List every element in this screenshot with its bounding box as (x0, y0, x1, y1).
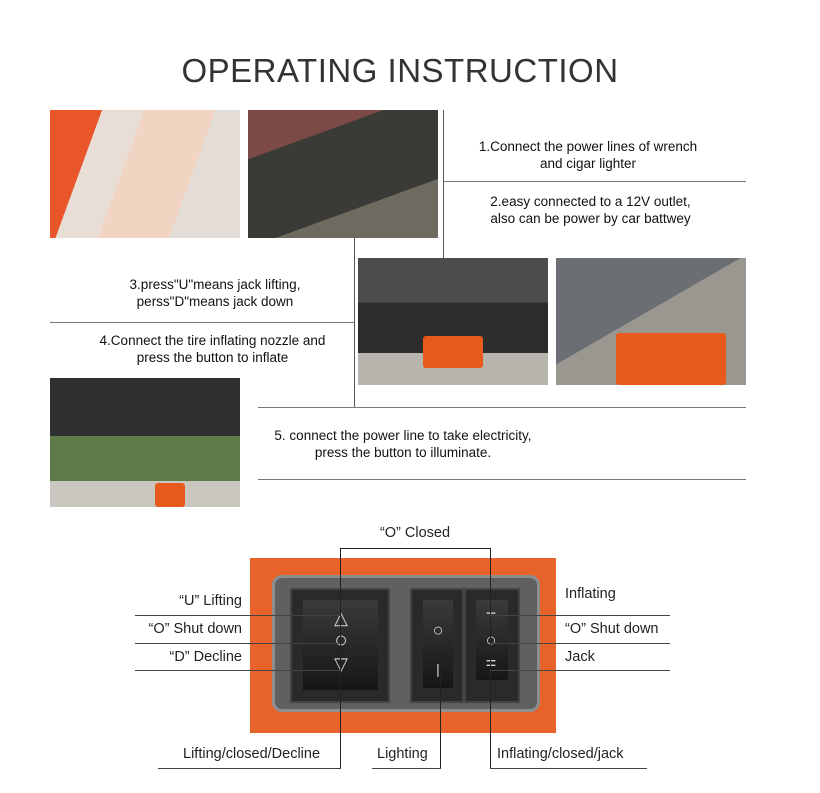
divider (443, 181, 746, 182)
step-1-line1: 1.Connect the power lines of wrench (478, 139, 698, 154)
step-1: 1.Connect the power lines of wrench and c… (443, 138, 733, 172)
label-o-shut-down-left: “O” Shut down (148, 621, 243, 637)
step-5-line2: press the button to illuminate. (314, 445, 492, 460)
divider (258, 479, 746, 480)
step-5-line1: 5. connect the power line to take electr… (274, 428, 532, 443)
callout-line (490, 643, 670, 644)
label-inflating: Inflating (565, 586, 616, 602)
step-5: 5. connect the power line to take electr… (258, 427, 548, 461)
step-4: 4.Connect the tire inflating nozzle and p… (70, 332, 355, 366)
step-4-line1: 4.Connect the tire inflating nozzle and (99, 333, 326, 348)
off-circle-icon: ○ (330, 629, 352, 651)
divider (443, 110, 444, 258)
step-3: 3.press"U"means jack lifting, perss"D"mea… (80, 276, 350, 310)
step-2: 2.easy connected to a 12V outlet, also ca… (443, 193, 738, 227)
label-lifting-closed-decline: Lifting/closed/Decline (183, 746, 321, 762)
step-3-line1: 3.press"U"means jack lifting, (129, 277, 301, 292)
callout-line (340, 548, 341, 769)
label-inflating-closed-jack: Inflating/closed/jack (497, 746, 624, 762)
inflate-rocker (476, 600, 508, 680)
callout-line (490, 615, 670, 616)
callout-line (490, 670, 670, 671)
inflate-off-icon: ○ (485, 630, 497, 650)
callout-line (135, 670, 340, 671)
callout-line (340, 548, 491, 549)
light-off-icon: ○ (432, 620, 444, 640)
down-arrow-icon: ▽ (334, 654, 348, 674)
callout-line (135, 615, 340, 616)
photo-jack-under-car (358, 258, 548, 385)
step-2-line1: 2.easy connected to a 12V outlet, (490, 194, 691, 209)
light-rocker (423, 600, 453, 688)
photo-car-battery (248, 110, 438, 238)
callout-line (490, 768, 647, 769)
light-on-icon: | (436, 661, 440, 677)
step-2-line2: also can be power by car battwey (490, 211, 691, 226)
photo-tire-inflating (556, 258, 746, 385)
page-title: OPERATING INSTRUCTION (181, 52, 619, 89)
callout-line (372, 768, 441, 769)
photo-connecting-wires (50, 110, 240, 238)
inflate-icon: − (481, 604, 501, 622)
label-d-decline: “D” Decline (169, 649, 242, 665)
step-3-line2: perss"D"means jack down (136, 294, 294, 309)
step-1-line2: and cigar lighter (539, 156, 637, 171)
label-o-closed: “O” Closed (379, 525, 451, 541)
divider (50, 322, 354, 323)
up-arrow-icon: △ (334, 608, 348, 628)
label-jack: Jack (565, 649, 595, 665)
step-4-line2: press the button to inflate (136, 350, 289, 365)
divider (354, 238, 355, 407)
divider (258, 407, 746, 408)
callout-line (490, 548, 491, 769)
label-o-shut-down-right: “O” Shut down (565, 621, 659, 637)
callout-line (135, 643, 340, 644)
label-lighting: Lighting (377, 746, 428, 762)
callout-line (440, 660, 441, 769)
callout-line (158, 768, 341, 769)
label-u-lifting: “U” Lifting (179, 593, 242, 609)
photo-jack-light (50, 378, 240, 507)
